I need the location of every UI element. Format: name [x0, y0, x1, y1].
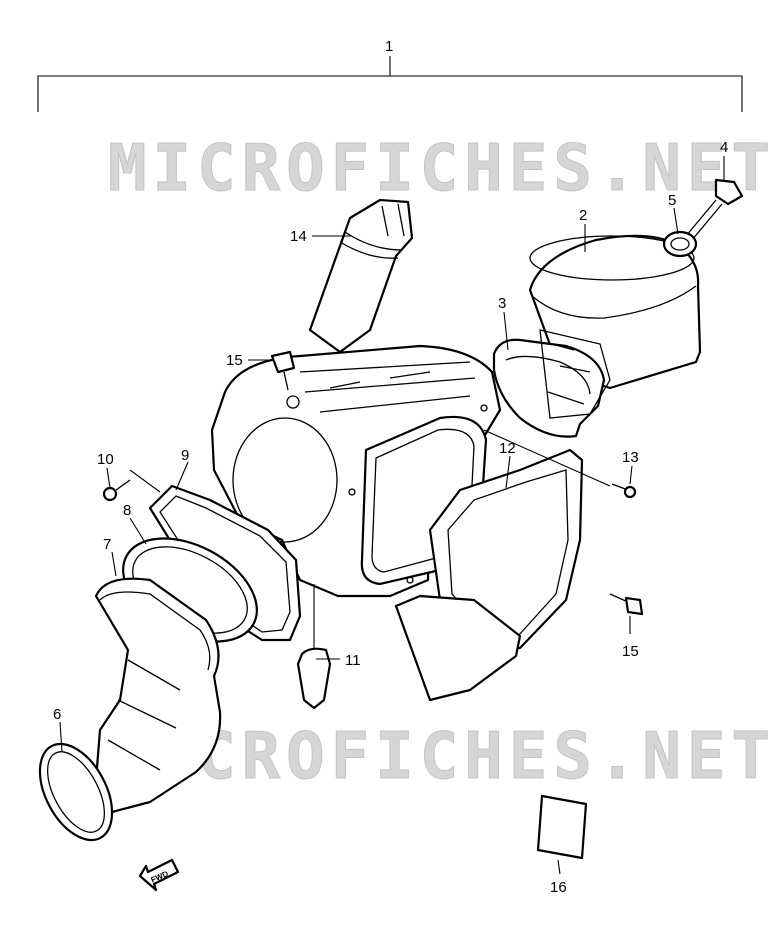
callout-1: 1 — [385, 38, 393, 55]
watermark-top: MICROFICHES.NET — [108, 132, 776, 206]
callout-11: 11 — [345, 652, 361, 669]
wing-bolt-part-4 — [685, 178, 744, 241]
washer-part-5 — [662, 230, 698, 258]
callout-2: 2 — [579, 207, 587, 224]
fwd-arrow: FWD — [138, 858, 180, 892]
callout-6: 6 — [53, 706, 61, 723]
callout-3: 3 — [498, 295, 506, 312]
callout-15-top: 15 — [226, 352, 243, 369]
callout-14: 14 — [290, 228, 307, 245]
screw-part-13 — [611, 483, 637, 499]
callout-4: 4 — [720, 139, 728, 156]
callout-15-bottom: 15 — [622, 643, 639, 660]
filter-frame-part-3 — [492, 329, 611, 438]
callout-16: 16 — [550, 879, 567, 896]
intake-joint-part-7 — [94, 577, 222, 814]
callout-12: 12 — [499, 440, 516, 457]
leader-lines — [59, 156, 725, 875]
callout-5: 5 — [668, 192, 676, 209]
drain-plug-part-11 — [296, 647, 332, 710]
outer-cover-part-12 — [394, 448, 584, 702]
callout-13: 13 — [622, 449, 639, 466]
assembly-bracket: 1 — [37, 38, 743, 112]
bolt-part-15-top — [270, 350, 296, 391]
callout-7: 7 — [103, 536, 111, 553]
label-part-16 — [536, 794, 588, 860]
callout-10: 10 — [97, 451, 114, 468]
callout-9: 9 — [181, 447, 189, 464]
bolt-part-15-bottom — [609, 593, 644, 616]
screw-part-10 — [102, 479, 131, 502]
snorkel-part-14 — [308, 198, 414, 354]
callout-8: 8 — [123, 502, 131, 519]
clamp-part-6 — [38, 742, 114, 842]
